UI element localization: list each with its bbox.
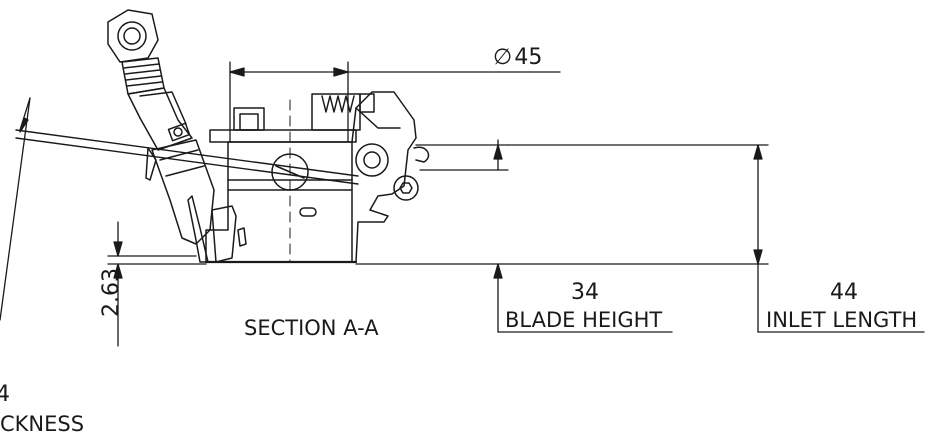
diameter-dimension	[229, 61, 561, 143]
inlet-length-dimension	[507, 144, 925, 333]
valve-assembly	[107, 9, 247, 263]
inlet-length-value: 44	[830, 280, 858, 305]
section-label: SECTION A-A	[244, 316, 379, 340]
blade-lines	[15, 129, 359, 185]
blade-height-value: 34	[571, 280, 599, 305]
gap-dimension	[107, 221, 207, 347]
diameter-label: ∅ 45	[493, 47, 542, 69]
diameter-symbol: ∅	[493, 45, 513, 70]
thickness-label: CKNESS	[0, 412, 85, 436]
blade-height-label: BLADE HEIGHT	[505, 308, 663, 332]
blade-height-dimension	[355, 139, 673, 333]
thickness-dimension	[0, 97, 31, 321]
thickness-value: 4	[0, 382, 10, 407]
inlet-length-label: INLET LENGTH	[766, 308, 918, 332]
gap-value: 2.63	[99, 268, 124, 317]
diameter-value: 45	[514, 45, 543, 70]
